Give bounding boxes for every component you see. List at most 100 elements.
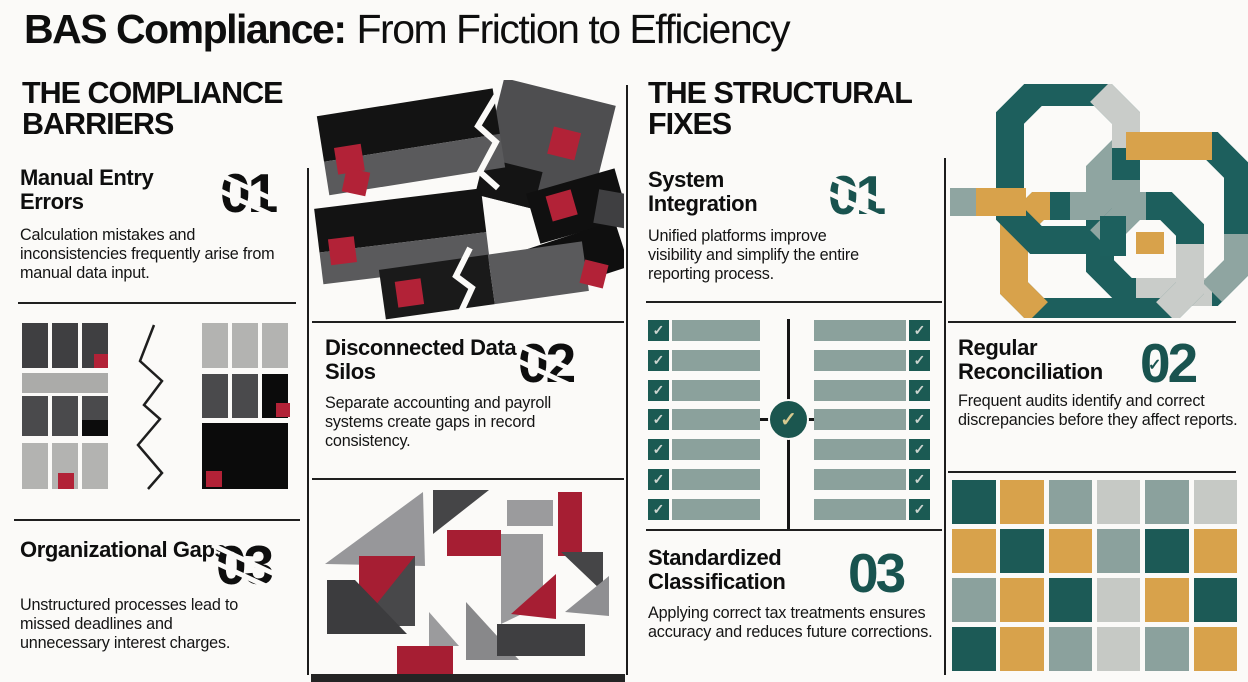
checklist-row: ✓ <box>648 349 760 371</box>
item-title-manual-entry-errors: Manual Entry Errors <box>20 165 154 214</box>
left-column-divider-line <box>307 168 309 675</box>
item-number-01: 01 <box>215 166 280 221</box>
check-icon: ✓ <box>648 349 669 371</box>
divider-line <box>646 529 942 531</box>
grid-cell <box>1096 529 1141 573</box>
checklist-bar <box>672 320 760 341</box>
item-description: Applying correct tax treatments ensures … <box>648 604 933 641</box>
checklist-row: ✓ <box>814 439 930 461</box>
check-icon: ✓ <box>909 409 930 431</box>
checklist-row: ✓ <box>648 379 760 401</box>
check-icon: ✓ <box>780 409 797 431</box>
divider-line <box>948 471 1236 473</box>
number-text: 03 <box>848 542 906 604</box>
checklist-bar <box>672 469 760 490</box>
divider-line <box>646 301 942 303</box>
item-number-01-fix: 01 <box>823 168 888 223</box>
color-grid <box>952 480 1240 676</box>
divider-line <box>18 302 296 304</box>
grid-cell <box>1048 529 1093 573</box>
broken-blocks-illustration <box>314 80 624 320</box>
checklist-illustration: ✓ ✓ ✓ ✓ ✓ ✓ ✓ ✓ ✓ ✓ ✓ ✓ ✓ ✓ ✓ <box>648 317 940 533</box>
grid-cell <box>1145 480 1189 524</box>
grid-cell <box>952 578 996 622</box>
grid-cell <box>952 529 996 573</box>
grid-cell <box>1000 480 1044 524</box>
page-title: BAS Compliance:From Friction to Efficien… <box>24 6 791 53</box>
checklist-bar <box>672 409 760 431</box>
item-title-organizational-gaps: Organizational Gaps <box>20 537 227 562</box>
checklist-bar <box>672 349 760 371</box>
check-icon: ✓ <box>909 498 930 520</box>
grid-cell <box>952 627 996 671</box>
checklist-bar <box>672 439 760 461</box>
left-section-heading: THE COMPLIANCE BARRIERS <box>22 76 284 142</box>
grid-cell <box>1145 627 1189 671</box>
checklist-row: ✓ <box>814 320 930 341</box>
checklist-row: ✓ <box>648 498 760 520</box>
page-title-bold: BAS Compliance: <box>24 6 347 52</box>
checklist-bar <box>672 379 760 401</box>
check-icon: ✓ <box>909 349 930 371</box>
checklist-bar <box>814 409 906 431</box>
grid-cell <box>1193 627 1237 671</box>
item-number-02: 02 <box>513 336 578 391</box>
check-icon: ✓ <box>648 439 669 461</box>
center-divider-line <box>626 85 628 675</box>
page-title-regular: From Friction to Efficiency <box>356 6 791 52</box>
checklist-row: ✓ <box>814 379 930 401</box>
grid-cell <box>1000 578 1044 622</box>
item-title-regular-reconciliation: Regular Reconciliation <box>958 335 1103 384</box>
grid-cell <box>952 480 996 524</box>
check-icon: ✓ <box>648 320 669 341</box>
grid-cell <box>1048 480 1093 524</box>
checklist-bar <box>672 498 760 520</box>
divider-line <box>948 321 1236 323</box>
grid-cell <box>1193 529 1237 573</box>
right-column-divider-line <box>944 158 946 675</box>
check-icon: ✓ <box>648 409 669 431</box>
item-number-02-fix: 02 ✓ <box>1140 336 1198 391</box>
grid-cell <box>1096 578 1141 622</box>
item-description: Separate accounting and payroll systems … <box>325 394 551 450</box>
checklist-bar <box>814 349 906 371</box>
check-icon: ✓ <box>909 379 930 401</box>
checklist-bar <box>814 379 906 401</box>
tangram-illustration <box>311 490 625 682</box>
checklist-bar <box>814 439 906 461</box>
checklist-row: ✓ <box>648 469 760 490</box>
grid-cell <box>1193 480 1237 524</box>
check-icon: ✓ <box>648 379 669 401</box>
divider-line <box>312 478 624 480</box>
cracked-grid-illustration <box>22 323 290 490</box>
center-check-circle: ✓ <box>768 399 809 440</box>
divider-line <box>14 519 300 521</box>
item-title-standardized-classification: Standardized Classification <box>648 545 786 594</box>
item-description: Frequent audits identify and correct dis… <box>958 392 1238 429</box>
checklist-row: ✓ <box>814 469 930 490</box>
grid-cell <box>1193 578 1237 622</box>
checklist-row: ✓ <box>648 439 760 461</box>
checklist-bar <box>814 498 906 520</box>
check-icon: ✓ <box>909 320 930 341</box>
right-section-heading: THE STRUCTURAL FIXES <box>648 76 912 142</box>
grid-cell <box>1000 529 1044 573</box>
item-number-03: 03 <box>211 538 276 593</box>
checklist-bar <box>814 320 906 341</box>
checklist-bar <box>814 469 906 490</box>
grid-cell <box>1145 578 1189 622</box>
checklist-row: ✓ <box>648 320 760 341</box>
item-description: Calculation mistakes and inconsistencies… <box>20 226 275 282</box>
check-icon: ✓ <box>648 498 669 520</box>
checklist-row: ✓ <box>814 498 930 520</box>
number-text: 02 <box>1140 332 1198 394</box>
item-description: Unified platforms improve visibility and… <box>648 227 859 283</box>
grid-cell <box>1096 627 1141 671</box>
grid-cell <box>1048 578 1093 622</box>
check-icon: ✓ <box>1148 357 1162 374</box>
divider-line <box>312 321 624 323</box>
grid-cell <box>1096 480 1141 524</box>
grid-cell <box>1145 529 1189 573</box>
grid-cell <box>1048 627 1093 671</box>
